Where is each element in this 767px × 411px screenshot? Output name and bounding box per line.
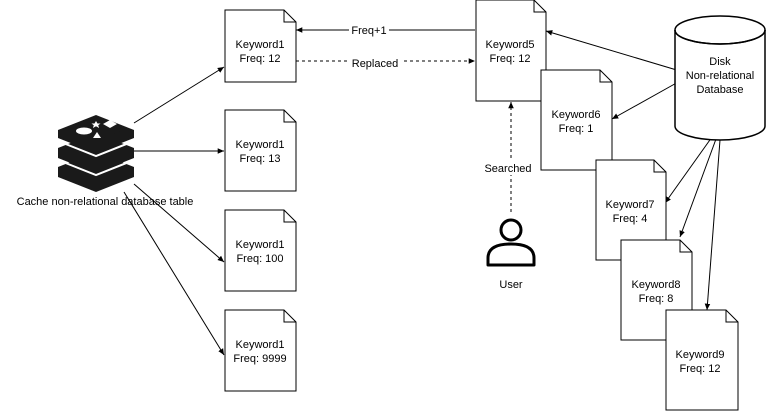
cache-document-4: Keyword1 Freq: 9999 [224,309,297,392]
cache-document-3: Keyword1 Freq: 100 [224,209,297,292]
edge-disk-to-keyword8 [679,138,717,238]
keyword7-name: Keyword7 [606,199,655,211]
disk-document-keyword6: Keyword6 Freq: 1 [540,69,613,171]
edge-disk-to-keyword9 [704,139,721,311]
edge-cache-to-doc1 [133,66,225,124]
keyword6-freq: Freq: 1 [559,123,594,135]
edge-disk-to-keyword7 [664,136,713,204]
cache-document-4-name: Keyword1 [236,339,285,351]
cache-document-2-freq: Freq: 13 [240,153,281,165]
disk-subtitle-line2: Database [696,84,743,96]
keyword5-name: Keyword5 [486,39,535,51]
cache-document-3-freq: Freq: 100 [236,253,283,265]
edge-disk-to-keyword5 [545,30,681,72]
keyword7-freq: Freq: 4 [613,213,648,225]
cache-document-4-freq: Freq: 9999 [233,353,286,365]
edge-disk-to-keyword6 [611,80,681,120]
keyword8-name: Keyword8 [632,279,681,291]
keyword8-freq: Freq: 8 [639,293,674,305]
keyword9-freq: Freq: 12 [680,363,721,375]
cache-document-1-freq: Freq: 12 [240,53,281,65]
cache-document-2-name: Keyword1 [236,139,285,151]
freq-increment-label: Freq+1 [351,25,386,37]
disk-database-cylinder: Disk Non-relational Database [674,15,766,141]
user-label: User [499,279,523,291]
cache-document-1: Keyword1 Freq: 12 [224,9,297,83]
edge-cache-to-doc4 [123,191,225,356]
redis-stack-icon [57,115,135,192]
keyword6-name: Keyword6 [552,109,601,121]
edge-cache-to-doc3 [133,183,225,263]
cache-document-1-name: Keyword1 [236,39,285,51]
cache-caption: Cache non-relational database table [17,196,194,208]
replaced-label: Replaced [352,58,398,70]
user-icon [486,218,536,267]
disk-document-keyword5: Keyword5 Freq: 12 [475,0,547,102]
keyword9-name: Keyword9 [676,349,725,361]
cache-document-3-name: Keyword1 [236,239,285,251]
disk-title: Disk [709,56,731,68]
disk-subtitle-line1: Non-relational [686,70,754,82]
searched-label: Searched [484,163,531,175]
disk-document-keyword7: Keyword7 Freq: 4 [595,159,667,261]
disk-document-keyword9: Keyword9 Freq: 12 [665,309,739,411]
keyword5-freq: Freq: 12 [490,53,531,65]
cache-document-2: Keyword1 Freq: 13 [224,109,297,192]
